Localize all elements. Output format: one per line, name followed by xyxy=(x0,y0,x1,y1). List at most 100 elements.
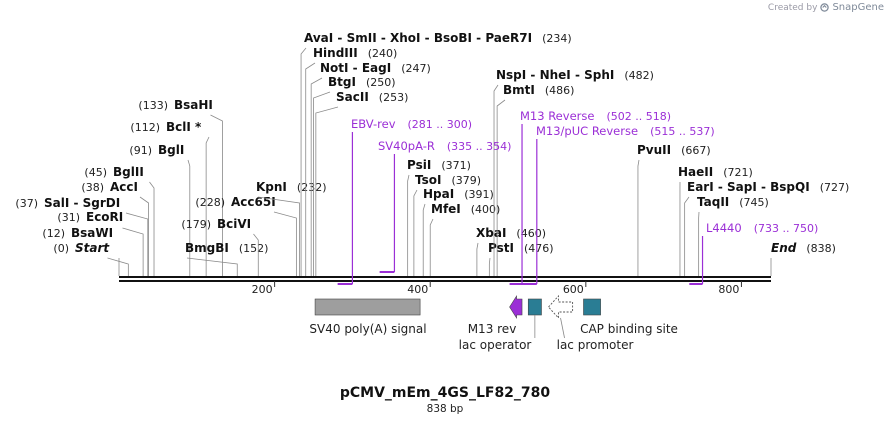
feature-box xyxy=(527,298,542,316)
site-name: AvaI - SmII - XhoI - BsoBI - PaeR7I xyxy=(304,31,532,45)
primer-range: (515 .. 537) xyxy=(650,125,715,138)
site-position: (379) xyxy=(451,174,481,187)
site-name: BsaHI xyxy=(174,98,213,112)
site-nspi-nhei-sphi: NspI - NheI - SphI(482) xyxy=(496,68,654,82)
site-eari-sapi-bspqi: EarI - SapI - BspQI(727) xyxy=(687,180,849,194)
site-bmgbi: BmgBI (152) xyxy=(185,241,268,255)
primer-name: M13 Reverse xyxy=(520,109,594,123)
site-leader-bmti xyxy=(496,99,506,276)
site-kpni: KpnI(232) xyxy=(256,180,327,194)
primer-name: SV40pA-R xyxy=(378,139,435,153)
site-leader-sacii xyxy=(315,106,339,276)
site-name: TsoI xyxy=(415,173,441,187)
site-leader-avai-smii-xhoi-bsobi-paer7i xyxy=(300,47,307,276)
site-position: (232) xyxy=(297,181,327,194)
site-name: BsaWI xyxy=(71,226,113,240)
site-name: SacII xyxy=(336,90,369,104)
site-leader-hindiii xyxy=(305,62,316,276)
site-name: BmtI xyxy=(503,83,535,97)
site-position: (486) xyxy=(545,84,575,97)
ruler-tick-label: 200 xyxy=(252,283,273,296)
site-end: End(838) xyxy=(771,241,836,255)
feature-m13-rev: M13 rev xyxy=(468,294,523,336)
site-position: (179) xyxy=(181,218,211,231)
site-leader-bsawi xyxy=(107,257,129,276)
site-btgi: BtgI(250) xyxy=(328,75,396,89)
site-leader-bcivi xyxy=(253,233,259,276)
site-leader-bsahi xyxy=(210,114,223,276)
site-leader-xbai xyxy=(476,242,479,276)
site-position: (91) xyxy=(129,144,152,157)
site-leader-btgi xyxy=(313,91,331,276)
primer-l4440: L4440(733 .. 750) xyxy=(689,221,818,285)
site-name: Start xyxy=(75,241,110,255)
site-leader-acci xyxy=(139,196,149,276)
ruler-tick-label: 400 xyxy=(407,283,428,296)
site-position: (12) xyxy=(42,227,65,240)
site-sali-sgrdi: (37)SalI - SgrDI xyxy=(15,196,120,210)
feature-label: lac operator xyxy=(459,338,532,352)
site-position: (37) xyxy=(15,197,38,210)
site-name: XbaI xyxy=(476,226,506,240)
primer-sv40pa-r: SV40pA-R (335 .. 354) xyxy=(378,139,512,273)
site-mfei: MfeI(400) xyxy=(431,202,500,216)
site-xbai: XbaI(460) xyxy=(476,226,546,240)
site-position: (38) xyxy=(81,181,104,194)
site-leader-ecori xyxy=(122,227,144,276)
ruler-tick-label: 600 xyxy=(563,283,584,296)
feature-box xyxy=(583,298,601,316)
credit-prefix: Created by xyxy=(767,2,818,13)
site-bsawi: (12) BsaWI xyxy=(42,226,113,240)
site-bglii: (45)BglII xyxy=(84,165,143,179)
site-name: TaqII xyxy=(697,195,729,209)
site-bsahi: (133)BsaHI xyxy=(138,98,213,112)
plasmid-size: 838 bp xyxy=(426,403,464,415)
site-leader-psii xyxy=(407,174,410,276)
site-bgli: (91)BglI xyxy=(129,143,184,157)
site-leader-bglii xyxy=(149,181,155,276)
feature-connector xyxy=(560,317,565,339)
site-haeii: HaeII (721) xyxy=(678,165,753,179)
plasmid-name: pCMV_mEm_4GS_LF82_780 xyxy=(339,385,551,401)
site-position: (253) xyxy=(379,91,409,104)
primer-range: (502 .. 518) xyxy=(606,110,671,123)
site-leader-acc65i xyxy=(273,211,297,276)
site-psti: PstI(476) xyxy=(488,241,554,255)
site-name: HindIII xyxy=(313,46,358,60)
site-tsoi: TsoI (379) xyxy=(415,173,481,187)
site-name: BmgBI xyxy=(185,241,229,255)
feature-label: CAP binding site xyxy=(580,322,678,336)
site-position: (234) xyxy=(542,32,572,45)
site-psii: PsiI(371) xyxy=(407,158,471,172)
site-name: PstI xyxy=(488,241,514,255)
site-start: (0) Start xyxy=(53,241,110,255)
ruler-tick-label: 800 xyxy=(718,283,739,296)
site-name: MfeI xyxy=(431,202,461,216)
primer-annotations: EBV-rev(281 .. 300)SV40pA-R(335 .. 354)M… xyxy=(337,109,818,285)
site-name: AccI xyxy=(110,180,138,194)
primer-range: (335 .. 354) xyxy=(447,140,512,153)
site-hindiii: HindIII(240) xyxy=(313,46,397,60)
feature-box xyxy=(314,298,421,316)
site-position: (45) xyxy=(84,166,107,179)
site-position: (371) xyxy=(441,159,471,172)
site-name: Acc65I xyxy=(231,195,276,209)
site-position: (727) xyxy=(820,181,850,194)
credit-brand: SnapGene xyxy=(832,2,884,13)
site-leader-kpni xyxy=(257,196,300,276)
site-position: (721) xyxy=(723,166,753,179)
site-position: (0) xyxy=(53,242,69,255)
feature-sv40-poly-a-signal: SV40 poly(A) signal xyxy=(309,298,427,336)
site-position: (152) xyxy=(239,242,269,255)
site-avai-smii-xhoi-bsobi-paer7i: AvaI - SmII - XhoI - BsoBI - PaeR7I (234) xyxy=(304,31,572,45)
site-leader-mfei xyxy=(429,218,434,276)
restriction-sites: (0)Start(12)BsaWI(31)EcoRI(37)SalI - Sgr… xyxy=(15,31,849,276)
primer-name: M13/pUC Reverse xyxy=(536,124,638,138)
site-name: EcoRI xyxy=(86,210,123,224)
site-name: BclI * xyxy=(166,120,202,134)
feature-cap-binding-site: CAP binding site xyxy=(580,298,678,336)
site-name: HaeII xyxy=(678,165,713,179)
site-position: (250) xyxy=(366,76,396,89)
